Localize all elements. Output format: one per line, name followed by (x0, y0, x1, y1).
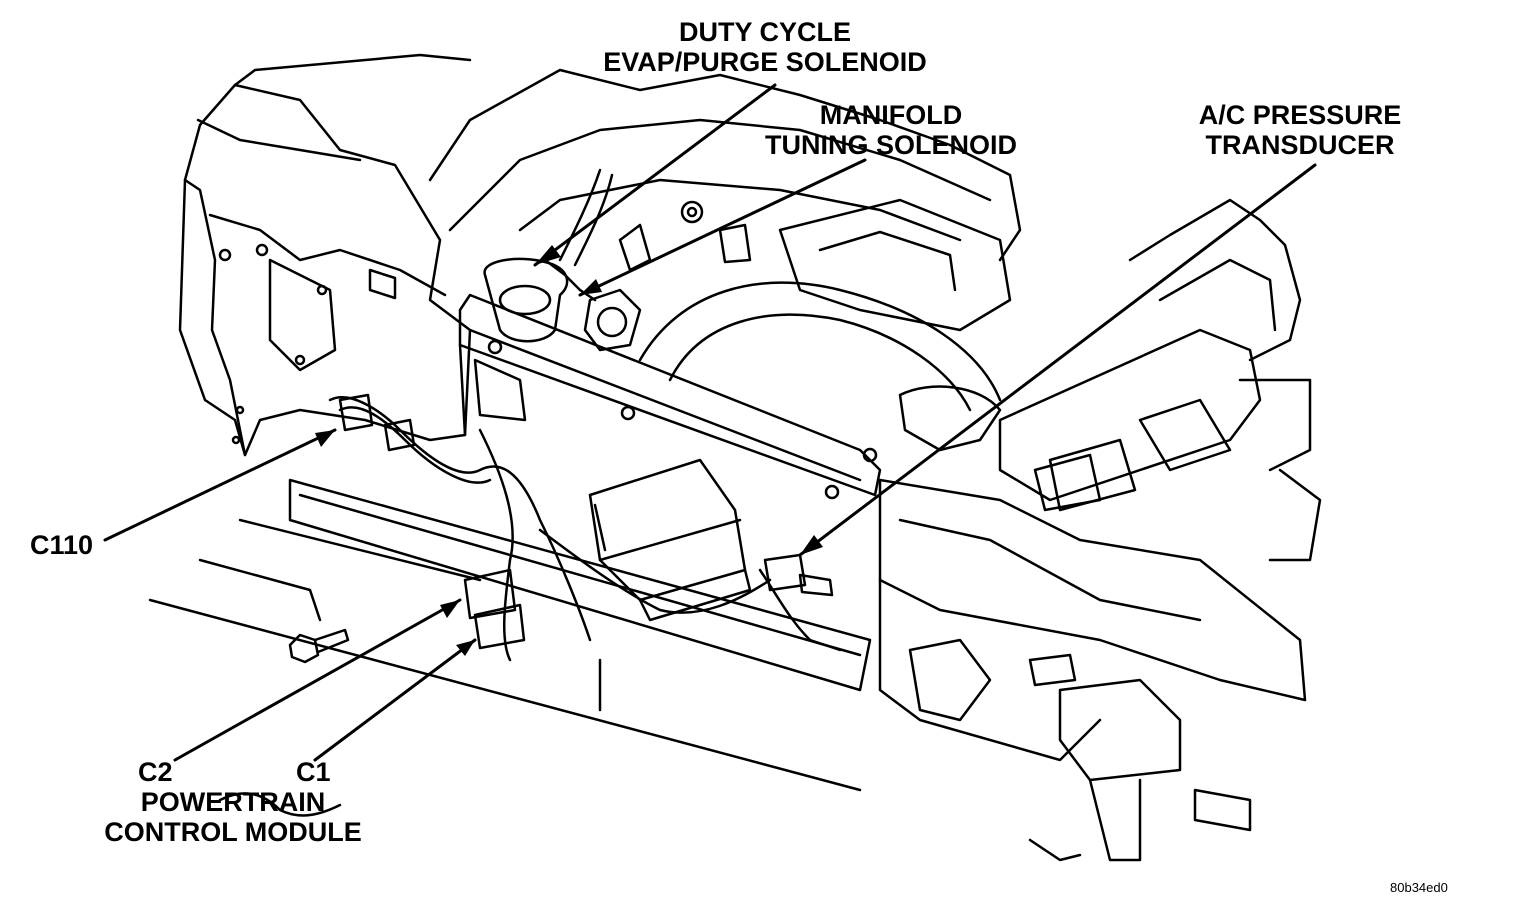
engine-block (638, 198, 1012, 452)
ac-pressure-transducer-label: A/C PRESSURE TRANSDUCER (1180, 100, 1420, 160)
right-radiator-support (998, 198, 1322, 562)
figure-id: 80b34ed0 (1390, 880, 1448, 895)
ac-transducer-leader (798, 163, 1317, 557)
ground-contour-2 (1028, 838, 1082, 862)
radiator-crossmember (458, 293, 882, 500)
radiator-lower-rail (148, 478, 872, 792)
c2-label: C2 (138, 757, 173, 787)
firewall (428, 68, 1022, 352)
manifold-arrowhead (580, 279, 602, 295)
c1-arrowhead (456, 640, 475, 656)
c1-label: C1 (296, 757, 331, 787)
duty-cycle-evap-purge-solenoid-label: DUTY CYCLE EVAP/PURGE SOLENOID (600, 17, 930, 77)
duty-cycle-leader (533, 83, 777, 267)
ac-label-line2: TRANSDUCER (1205, 130, 1395, 160)
front-lower-structure (878, 478, 1307, 862)
arrowheads (315, 245, 823, 656)
connectors (338, 393, 834, 650)
powertrain-control-module-label: POWERTRAIN CONTROL MODULE (98, 787, 368, 847)
pcm-label-line1: POWERTRAIN (140, 787, 326, 817)
c1-connector-label: C1 (296, 757, 331, 787)
manifold-tuning-solenoid-label: MANIFOLD TUNING SOLENOID (760, 100, 1022, 160)
ac-transducer-arrowhead (800, 535, 823, 555)
bolt (288, 628, 350, 664)
duty-cycle-label-line1: DUTY CYCLE (678, 17, 852, 47)
pcm-label-line2: CONTROL MODULE (104, 817, 362, 847)
left-fender-panel (178, 53, 472, 457)
c1-leader (313, 638, 477, 762)
ac-label-line1: A/C PRESSURE (1198, 100, 1402, 130)
c2-leader (173, 598, 462, 762)
c2-connector-label: C2 (138, 757, 173, 787)
c110-connector-label: C110 (30, 530, 93, 560)
manifold-leader (578, 158, 867, 297)
leader-lines (103, 83, 1317, 762)
wiring-harness (328, 396, 842, 662)
manifold-label-line1: MANIFOLD (819, 100, 963, 130)
ground-contour (218, 792, 342, 817)
manifold-label-line2: TUNING SOLENOID (764, 130, 1017, 160)
c2-arrowhead (440, 600, 460, 618)
c110-label: C110 (30, 530, 94, 560)
c110-leader (103, 428, 337, 542)
duty-cycle-arrowhead (535, 245, 561, 265)
duty-cycle-label-line2: EVAP/PURGE SOLENOID (603, 47, 927, 77)
c110-arrowhead (315, 430, 335, 447)
pcm-module-drawing (588, 458, 752, 622)
